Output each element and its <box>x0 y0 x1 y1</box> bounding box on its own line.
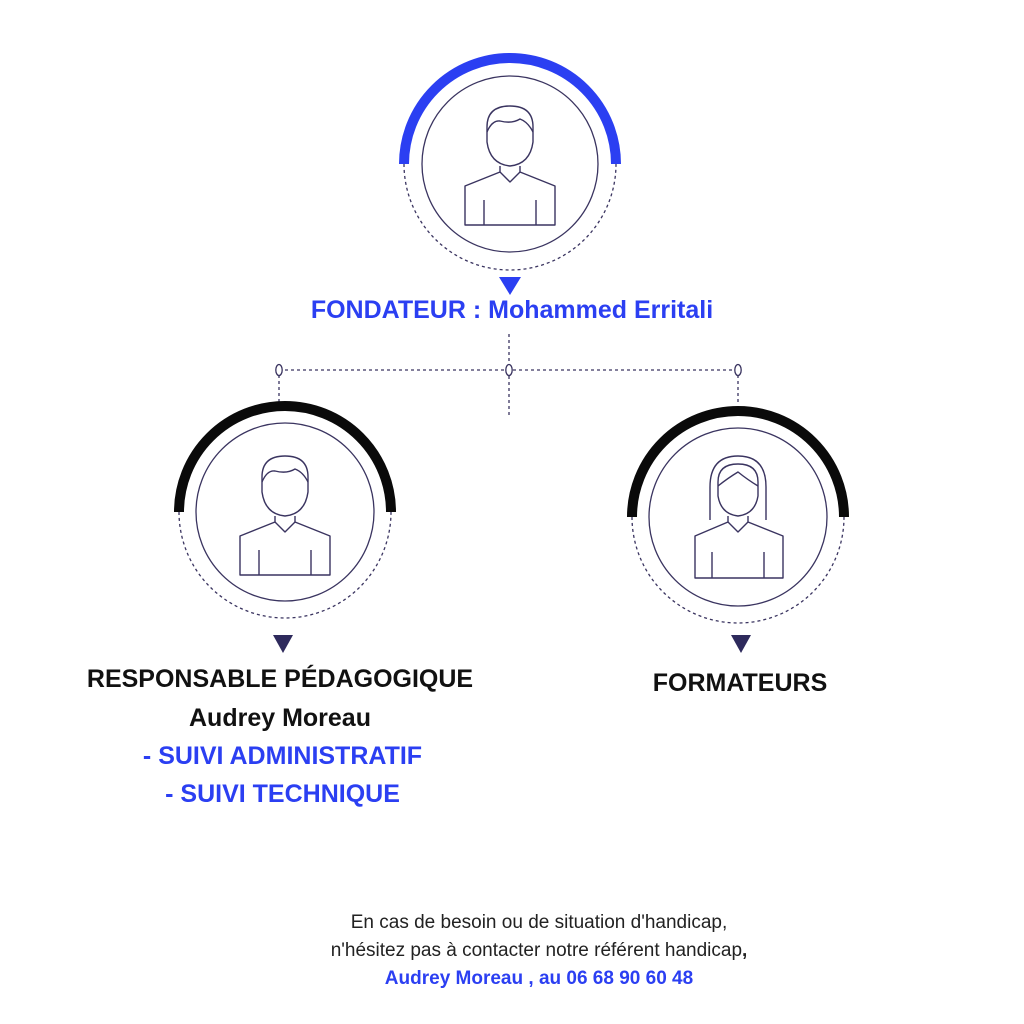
founder-label: FONDATEUR : Mohammed Erritali <box>310 296 714 324</box>
responsable-pointer-triangle <box>273 635 293 653</box>
center-connector-node <box>505 363 513 377</box>
responsable-role-admin: - SUIVI ADMINISTRATIF <box>142 742 423 770</box>
formateurs-female-person-icon <box>694 455 784 579</box>
right-connector-node <box>734 363 742 377</box>
responsable-dark-arc <box>174 401 396 513</box>
formateurs-dashed-ring <box>631 516 845 624</box>
formateurs-node <box>627 406 849 653</box>
responsable-dashed-ring <box>178 511 392 619</box>
founder-male-person-icon <box>464 105 556 226</box>
footer-line-2-comma: , <box>742 940 748 961</box>
responsable-name: Audrey Moreau <box>189 704 371 732</box>
formateurs-pointer-triangle <box>731 635 751 653</box>
left-connector-node <box>275 363 283 377</box>
founder-node <box>399 53 621 295</box>
founder-accent-arc <box>399 53 621 165</box>
handicap-referent-contact: Audrey Moreau , au 06 68 90 60 48 <box>384 968 694 989</box>
founder-inner-circle <box>421 75 599 253</box>
formateurs-inner-circle <box>648 427 828 607</box>
responsable-male-person-icon <box>239 455 331 576</box>
connector-nodes <box>275 363 742 377</box>
founder-pointer-triangle <box>499 277 521 295</box>
responsable-node <box>174 401 396 653</box>
footer-line-1: En cas de besoin ou de situation d'handi… <box>350 912 728 933</box>
responsable-title: RESPONSABLE PÉDAGOGIQUE <box>86 665 474 693</box>
footer-note: En cas de besoin ou de situation d'handi… <box>0 909 1024 993</box>
formateurs-dark-arc <box>627 406 849 518</box>
responsable-inner-circle <box>195 422 375 602</box>
footer-line-2: n'hésitez pas à contacter notre référent… <box>0 937 1024 965</box>
responsable-role-tech: - SUIVI TECHNIQUE <box>165 780 400 808</box>
formateurs-title: FORMATEURS <box>652 669 828 697</box>
founder-dashed-ring <box>403 163 617 271</box>
footer-line-2-text: n'hésitez pas à contacter notre référent… <box>330 940 743 961</box>
